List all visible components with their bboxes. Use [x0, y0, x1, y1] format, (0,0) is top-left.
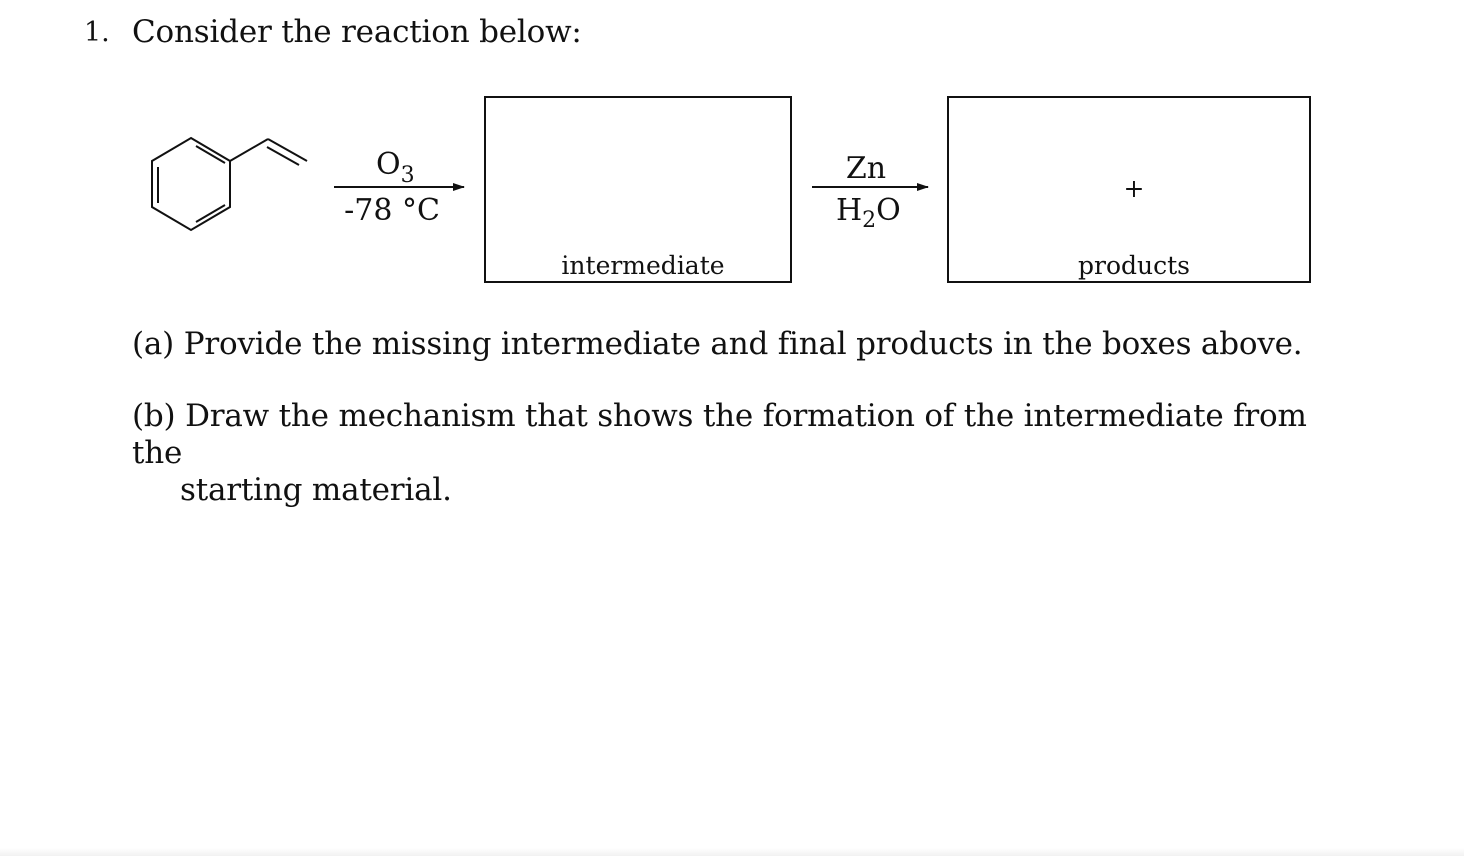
- products-box-label: products: [1078, 251, 1190, 280]
- step2-reagent-water: H2O: [836, 193, 901, 233]
- intermediate-box-label: intermediate: [561, 251, 724, 280]
- intermediate-answer-box[interactable]: [484, 96, 792, 283]
- page-bottom-edge: [0, 848, 1464, 856]
- part-b-instruction: (b) Draw the mechanism that shows the fo…: [132, 398, 1312, 509]
- question-number: 1.: [84, 17, 110, 48]
- part-a-instruction: (a) Provide the missing intermediate and…: [132, 326, 1303, 362]
- reaction-scheme: O3 -78 °C intermediate Zn H2O + products: [151, 96, 1311, 283]
- step1-reagent-ozone: O3: [376, 147, 415, 188]
- step2-reagent-zinc: Zn: [846, 151, 886, 186]
- step1-reagent-temperature: -78 °C: [344, 193, 440, 228]
- products-plus-sign: +: [1124, 174, 1145, 203]
- part-b-line2: starting material.: [180, 472, 452, 508]
- question-prompt: Consider the reaction below:: [132, 14, 582, 50]
- part-b-line1: (b) Draw the mechanism that shows the fo…: [132, 398, 1307, 471]
- styrene-structure-icon: [151, 136, 308, 232]
- products-answer-box[interactable]: [947, 96, 1311, 283]
